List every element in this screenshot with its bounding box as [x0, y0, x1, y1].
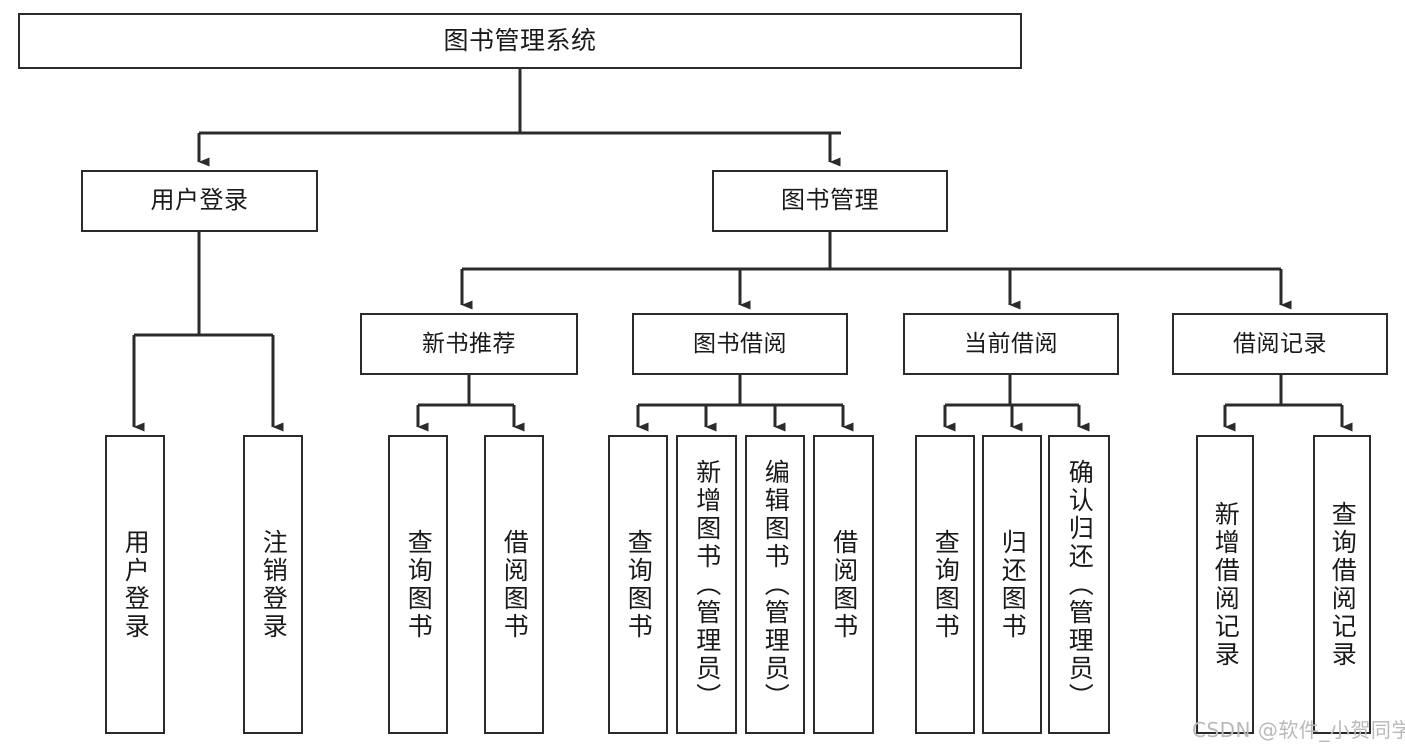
node-leaf-query-borrow-record-label: 查询借阅记录: [1328, 500, 1358, 669]
node-leaf-return-book[interactable]: 归还图书: [982, 435, 1042, 734]
node-new-book-recommend-label: 新书推荐: [422, 330, 516, 357]
node-leaf-add-book-admin-label: 新增图书（管理员）: [692, 458, 722, 711]
node-leaf-borrow-book-2-label: 借阅图书: [829, 528, 859, 641]
node-leaf-user-login-label: 用户登录: [121, 528, 151, 641]
node-book-management-label: 图书管理: [781, 186, 879, 215]
node-leaf-query-borrow-record[interactable]: 查询借阅记录: [1313, 435, 1371, 734]
node-leaf-query-book-3[interactable]: 查询图书: [915, 435, 975, 734]
node-leaf-edit-book-admin[interactable]: 编辑图书（管理员）: [745, 435, 805, 734]
node-leaf-query-book-2-label: 查询图书: [624, 528, 654, 641]
node-leaf-confirm-return-admin-label: 确认归还（管理员）: [1065, 458, 1095, 711]
node-borrow-record-label: 借阅记录: [1233, 330, 1327, 357]
node-book-management[interactable]: 图书管理: [712, 170, 948, 232]
node-root[interactable]: 图书管理系统: [18, 13, 1022, 69]
node-leaf-logout-login[interactable]: 注销登录: [243, 435, 303, 734]
node-leaf-borrow-book-1-label: 借阅图书: [500, 528, 530, 641]
node-borrow-record[interactable]: 借阅记录: [1172, 313, 1388, 375]
node-leaf-query-book-1[interactable]: 查询图书: [388, 435, 448, 734]
node-book-borrow[interactable]: 图书借阅: [632, 313, 848, 375]
node-book-borrow-label: 图书借阅: [693, 330, 787, 357]
node-leaf-user-login[interactable]: 用户登录: [105, 435, 165, 734]
node-leaf-query-book-2[interactable]: 查询图书: [608, 435, 668, 734]
node-current-borrow-label: 当前借阅: [964, 330, 1058, 357]
node-new-book-recommend[interactable]: 新书推荐: [360, 313, 578, 375]
node-current-borrow[interactable]: 当前借阅: [903, 313, 1119, 375]
node-user-login[interactable]: 用户登录: [81, 170, 318, 232]
node-leaf-return-book-label: 归还图书: [998, 528, 1028, 641]
node-leaf-confirm-return-admin[interactable]: 确认归还（管理员）: [1048, 435, 1110, 734]
node-leaf-add-borrow-record[interactable]: 新增借阅记录: [1196, 435, 1254, 734]
node-leaf-borrow-book-1[interactable]: 借阅图书: [484, 435, 544, 734]
node-leaf-borrow-book-2[interactable]: 借阅图书: [813, 435, 874, 734]
node-root-label: 图书管理系统: [443, 25, 597, 55]
node-leaf-add-borrow-record-label: 新增借阅记录: [1211, 500, 1241, 669]
node-leaf-query-book-1-label: 查询图书: [404, 528, 434, 641]
node-leaf-query-book-3-label: 查询图书: [931, 528, 961, 641]
node-leaf-edit-book-admin-label: 编辑图书（管理员）: [761, 458, 791, 711]
node-leaf-logout-login-label: 注销登录: [259, 528, 289, 641]
node-leaf-add-book-admin[interactable]: 新增图书（管理员）: [676, 435, 737, 734]
node-user-login-label: 用户登录: [150, 186, 249, 215]
